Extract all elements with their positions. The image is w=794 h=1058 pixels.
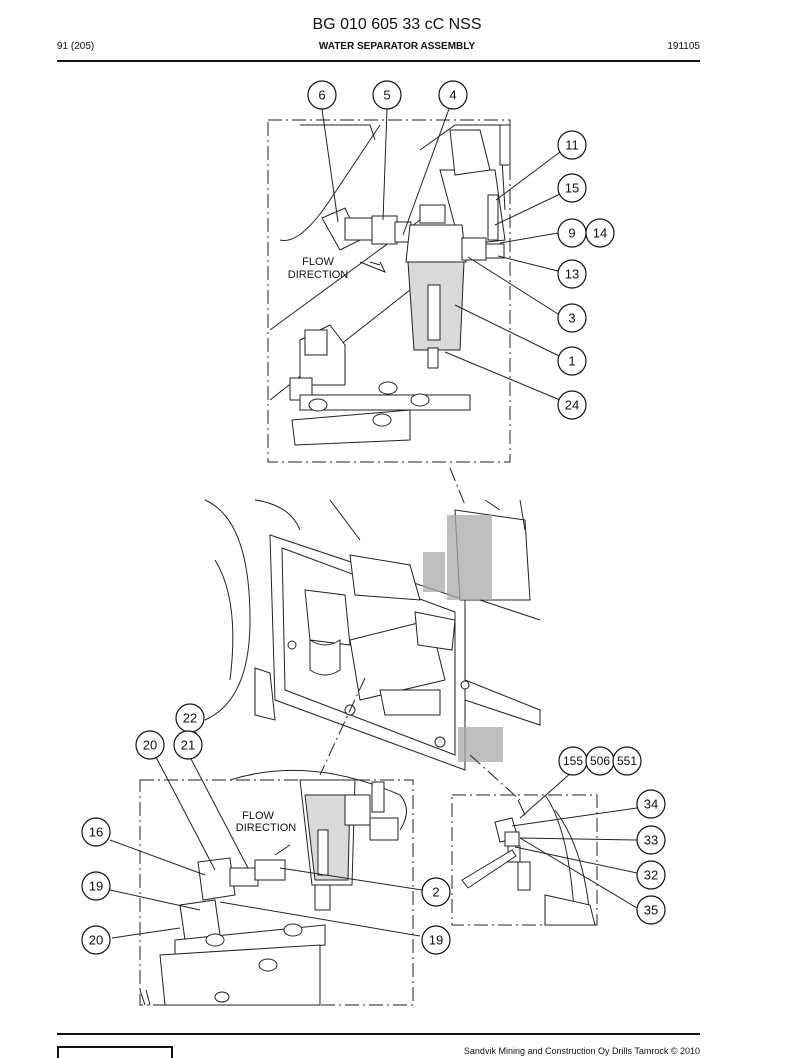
callout-32: 32 [636, 860, 666, 890]
callout-11: 11 [557, 130, 587, 160]
svg-text:9: 9 [568, 226, 575, 241]
svg-text:506: 506 [590, 754, 610, 768]
page-number: 91 (205) [57, 41, 95, 52]
highlight-lower-right [458, 727, 503, 762]
svg-text:20: 20 [143, 738, 157, 753]
lower-left-detail-view: FLOW DIRECTION [109, 731, 423, 1006]
svg-text:155: 155 [563, 754, 583, 768]
document-title: BG 010 605 33 cC NSS [312, 16, 482, 33]
callout-506: 506 [585, 746, 615, 776]
highlight-mid [423, 552, 445, 592]
callout-16: 16 [81, 817, 111, 847]
callout-19-left: 19 [81, 871, 111, 901]
svg-text:34: 34 [644, 797, 658, 812]
section-title: WATER SEPARATOR ASSEMBLY [318, 41, 476, 52]
svg-text:24: 24 [565, 398, 579, 413]
flow-direction-label-lower: FLOW [242, 810, 274, 822]
svg-text:3: 3 [568, 311, 575, 326]
callout-21: 21 [173, 730, 203, 760]
callout-5: 5 [372, 80, 402, 110]
callout-34: 34 [636, 789, 666, 819]
footer-copyright: Sandvik Mining and Construction Oy Drill… [463, 1046, 700, 1056]
flow-direction-label-upper: FLOW [302, 256, 334, 268]
callout-14: 14 [585, 218, 615, 248]
callout-2: 2 [421, 877, 451, 907]
callout-551: 551 [612, 746, 642, 776]
callout-4: 4 [438, 80, 468, 110]
svg-text:35: 35 [644, 903, 658, 918]
footer-rule [57, 1033, 700, 1035]
svg-text:551: 551 [617, 754, 637, 768]
callout-9: 9 [557, 218, 587, 248]
highlight-upper [447, 515, 492, 600]
overview-view [204, 499, 541, 801]
callout-1: 1 [557, 346, 587, 376]
flow-direction-label-upper-2: DIRECTION [288, 269, 349, 281]
svg-text:19: 19 [429, 933, 443, 948]
callout-35: 35 [636, 895, 666, 925]
svg-text:14: 14 [593, 226, 607, 241]
svg-text:33: 33 [644, 833, 658, 848]
svg-text:19: 19 [89, 879, 103, 894]
callout-20-bottom: 20 [81, 925, 111, 955]
svg-text:1: 1 [568, 354, 575, 369]
svg-text:20: 20 [89, 933, 103, 948]
flow-direction-label-lower-2: DIRECTION [236, 822, 297, 834]
svg-text:13: 13 [565, 267, 579, 282]
svg-text:15: 15 [565, 181, 579, 196]
callout-13: 13 [557, 259, 587, 289]
svg-text:6: 6 [318, 88, 325, 103]
svg-text:22: 22 [183, 711, 197, 726]
callout-155: 155 [558, 746, 588, 776]
svg-text:21: 21 [181, 738, 195, 753]
svg-text:11: 11 [565, 138, 579, 153]
svg-text:4: 4 [449, 88, 456, 103]
callout-22: 22 [175, 703, 205, 733]
company-logo [57, 1046, 173, 1058]
callout-15: 15 [557, 173, 587, 203]
header-rule [57, 60, 700, 62]
document-code: 191105 [667, 41, 700, 52]
callout-24: 24 [557, 390, 587, 420]
svg-text:16: 16 [89, 825, 103, 840]
svg-text:32: 32 [644, 868, 658, 883]
svg-text:5: 5 [383, 88, 390, 103]
callout-20-top: 20 [135, 730, 165, 760]
callout-19-right: 19 [421, 925, 451, 955]
svg-text:2: 2 [432, 885, 439, 900]
lower-right-detail-view [451, 771, 638, 926]
upper-detail-view: FLOW DIRECTION [267, 108, 561, 463]
callout-33: 33 [636, 825, 666, 855]
callout-3: 3 [557, 303, 587, 333]
callout-6: 6 [307, 80, 337, 110]
